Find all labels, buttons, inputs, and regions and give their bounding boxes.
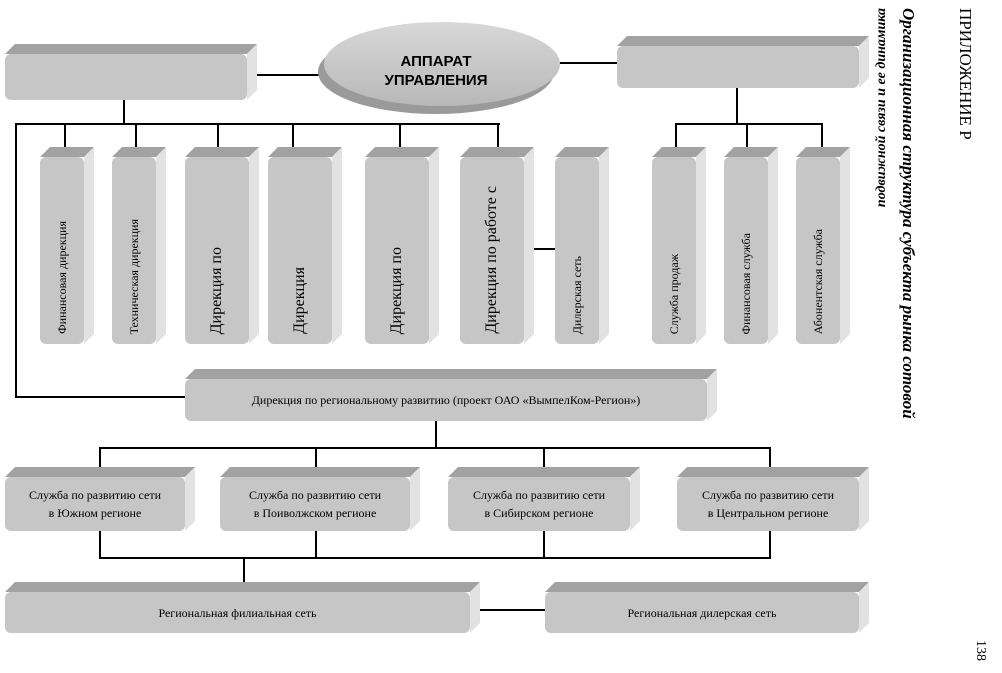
connector — [15, 396, 187, 398]
column-financial-directorate: Финансовая дирекция — [40, 147, 94, 344]
connector — [99, 530, 101, 559]
column-directorate-1: Дирекция по — [185, 147, 259, 344]
top-right-box — [617, 36, 869, 88]
column-directorate-2: Дирекция — [268, 147, 342, 344]
connector — [769, 530, 771, 559]
connector — [675, 123, 823, 125]
connector — [543, 530, 545, 559]
connector — [15, 123, 17, 398]
connector — [135, 123, 137, 149]
appendix-label: ПРИЛОЖЕНИЕ Р — [956, 8, 975, 140]
connector — [255, 74, 320, 76]
connector — [675, 123, 677, 149]
connector — [468, 609, 547, 611]
connector — [746, 123, 748, 149]
column-dealer-network: Дилерская сеть — [555, 147, 609, 344]
connector — [530, 248, 557, 250]
connector — [64, 123, 66, 149]
connector — [99, 557, 771, 559]
regional-directorate-box: Дирекция по региональному развитию (прое… — [185, 369, 717, 421]
title-line2: подвижной связи и ее динамика — [874, 8, 889, 208]
column-technical-directorate: Техническая дирекция — [112, 147, 166, 344]
page-number: 138 — [973, 640, 988, 661]
connector — [821, 123, 823, 149]
connector — [435, 420, 437, 449]
title-line1: Организационная структура субъекта рынка… — [899, 8, 918, 419]
connector — [292, 123, 294, 149]
management-ellipse: АППАРАТ УПРАВЛЕНИЯ — [318, 22, 562, 114]
column-subscriber-service: Абонентская служба — [796, 147, 850, 344]
connector — [217, 123, 219, 149]
connector — [99, 447, 101, 469]
column-financial-service: Финансовая служба — [724, 147, 778, 344]
connector — [123, 100, 125, 125]
management-line1: АППАРАТ — [400, 53, 472, 70]
regional-dealer-network: Региональная дилерская сеть — [545, 582, 869, 633]
regional-branch-network: Региональная филиальная сеть — [5, 582, 480, 633]
column-directorate-3: Дирекция по — [365, 147, 439, 344]
connector — [736, 88, 738, 124]
connector — [497, 123, 499, 149]
connector — [315, 447, 317, 469]
connector — [243, 557, 245, 584]
connector — [15, 123, 500, 125]
connector — [769, 447, 771, 469]
connector — [99, 447, 771, 449]
connector — [399, 123, 401, 149]
top-left-box — [5, 44, 257, 100]
connector — [315, 530, 317, 559]
connector — [558, 62, 618, 64]
column-directorate-4: Дирекция по работе с — [460, 147, 534, 344]
connector — [543, 447, 545, 469]
management-line2: УПРАВЛЕНИЯ — [384, 72, 488, 89]
column-sales-service: Служба продаж — [652, 147, 706, 344]
